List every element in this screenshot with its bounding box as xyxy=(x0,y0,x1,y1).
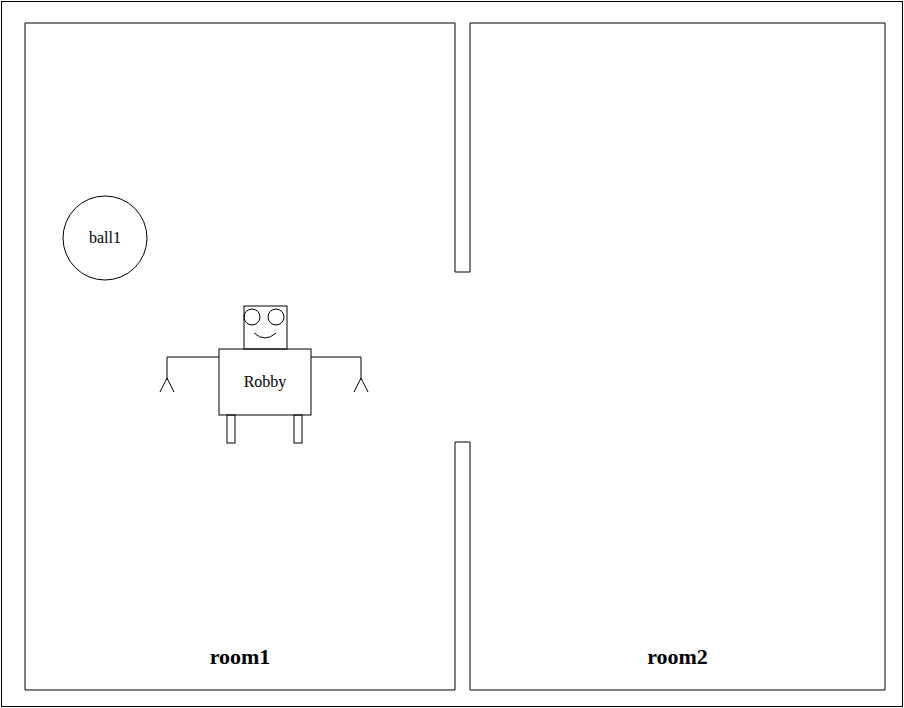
ball-circle: ball1 xyxy=(63,196,147,280)
room-name: room2 xyxy=(470,644,885,670)
ball-outline xyxy=(63,196,147,280)
robot-body xyxy=(219,349,311,415)
door-jambs xyxy=(455,272,470,442)
room1-walls xyxy=(25,23,455,690)
room-area: room2 xyxy=(470,23,885,690)
robot-right-arm xyxy=(311,357,368,392)
robot-left-arm xyxy=(160,357,219,392)
object-name: Robby xyxy=(244,373,287,391)
robot-eye xyxy=(268,309,284,325)
robot-head xyxy=(244,306,287,349)
robot-body-box: Robby xyxy=(219,349,311,415)
robot-leg xyxy=(227,415,235,443)
robot-smile xyxy=(254,333,276,338)
object-name: ball1 xyxy=(89,229,121,247)
room-name: room1 xyxy=(25,644,455,670)
robot-eye xyxy=(244,309,260,325)
room2-walls xyxy=(470,23,885,690)
robot-leg xyxy=(294,415,302,443)
room-area: room1 ball1Robby xyxy=(25,23,455,690)
